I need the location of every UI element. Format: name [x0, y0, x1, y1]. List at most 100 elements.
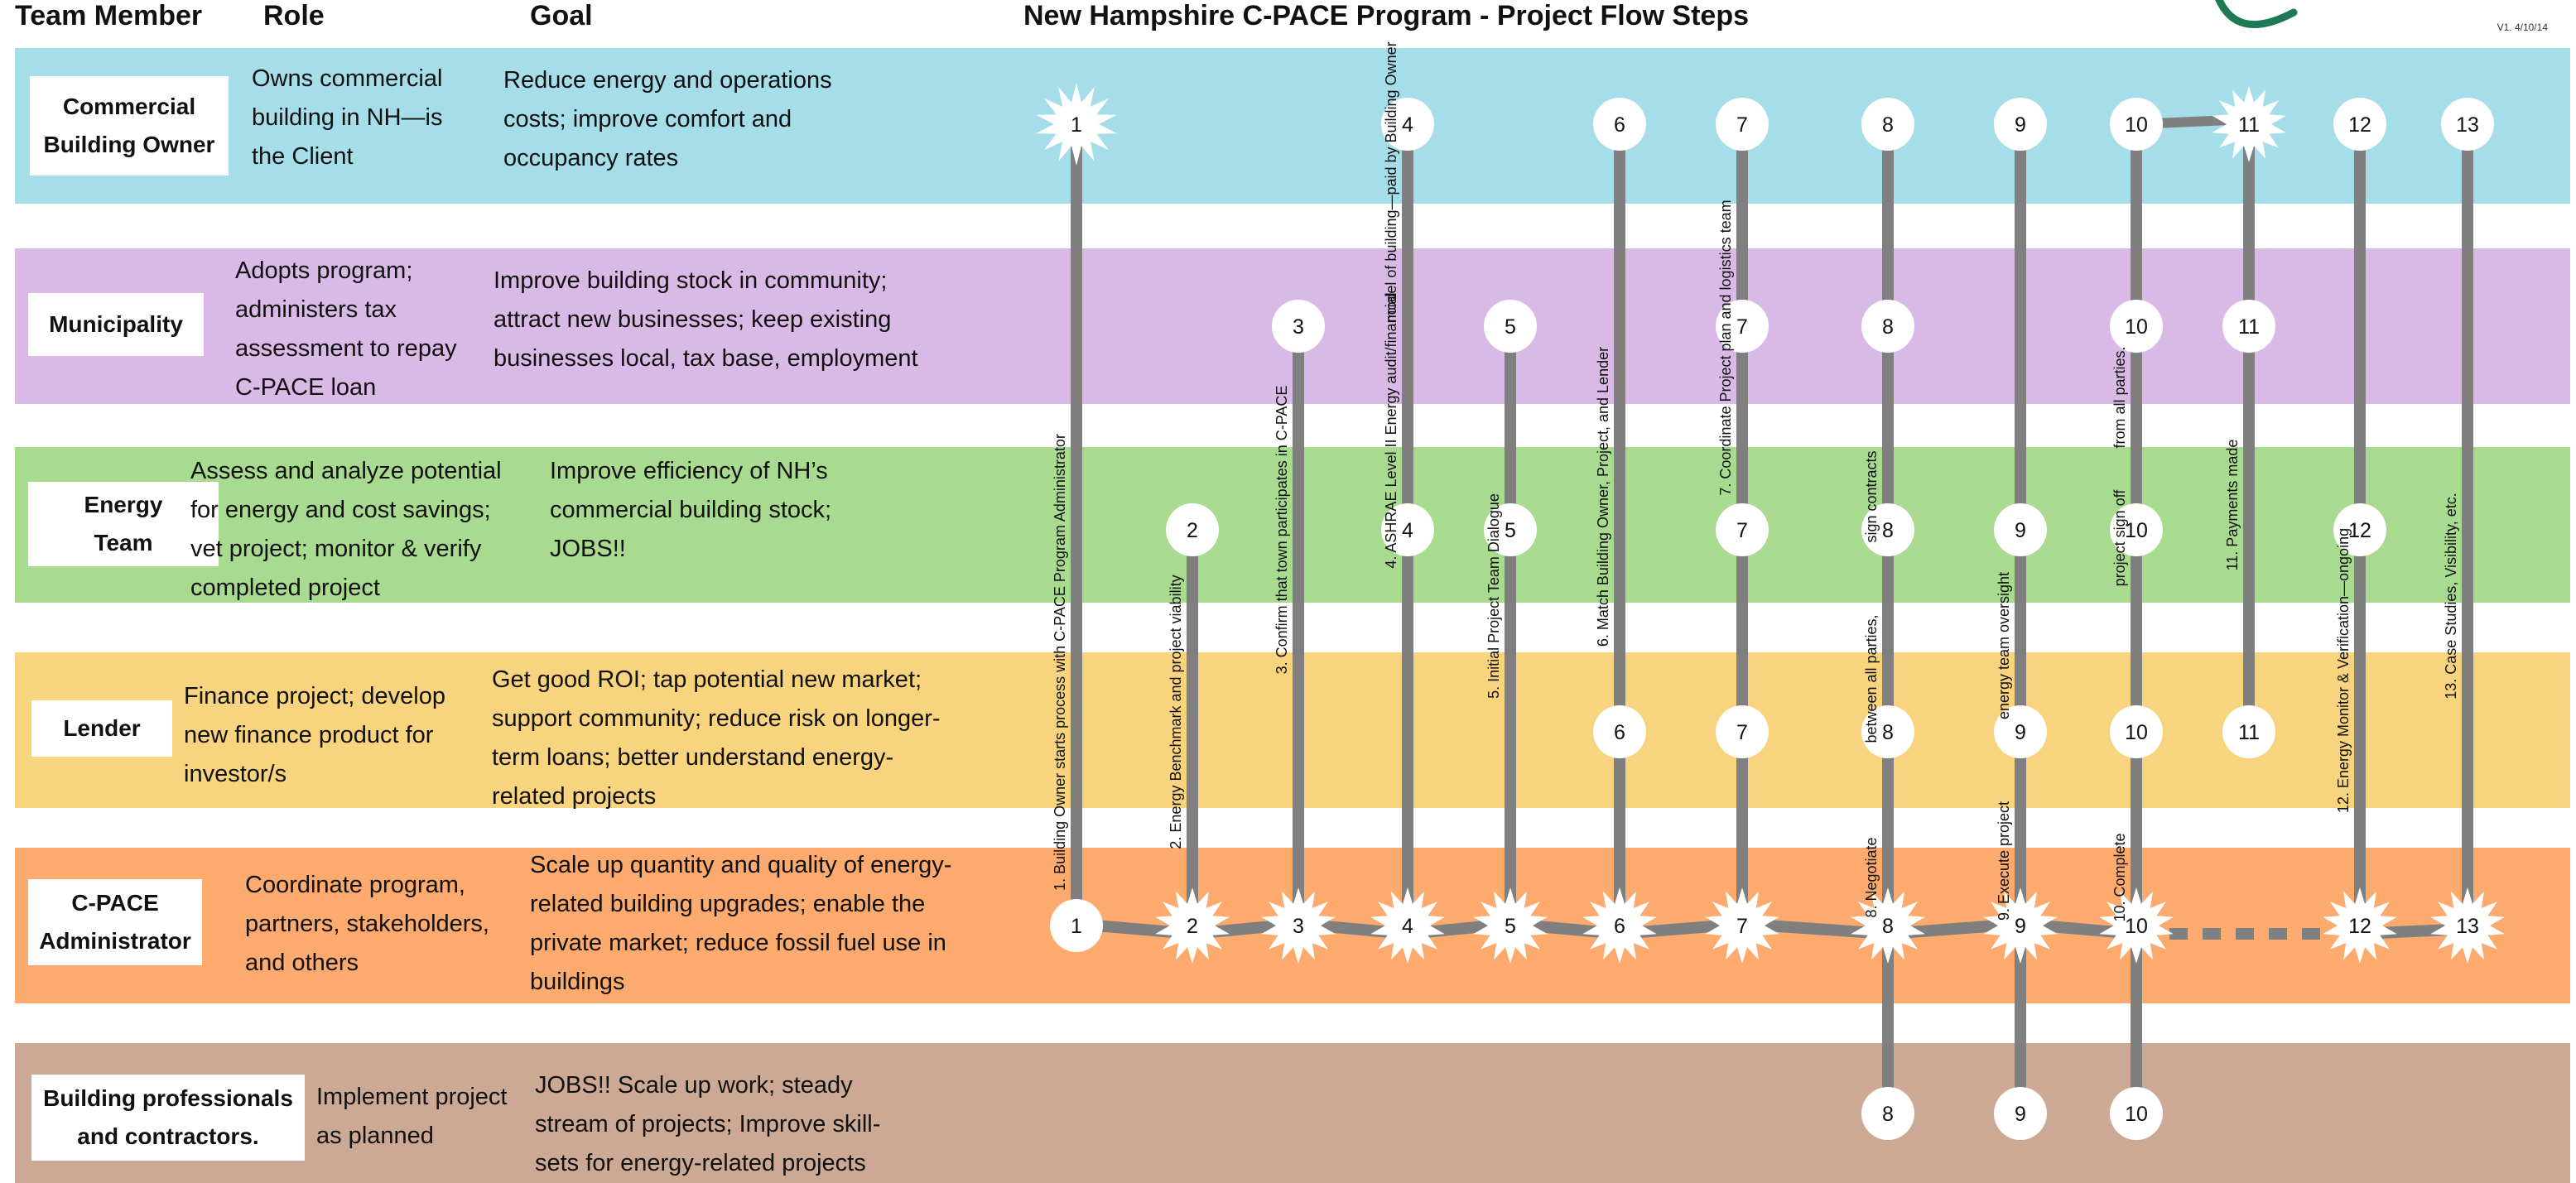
step-star-node	[1370, 887, 1445, 964]
flow-connector	[1076, 918, 2137, 940]
step-number: 6	[1614, 113, 1625, 137]
step-description: 12. Energy Monitor & Verification—ongoin…	[2335, 528, 2352, 813]
step-node	[1484, 503, 1537, 556]
step-node	[2333, 98, 2386, 151]
goal-text: Get good ROI; tap potential new market; …	[492, 666, 941, 810]
step-number: 9	[2015, 721, 2026, 744]
step-description: 10. Complete	[2111, 833, 2128, 921]
step-node	[1272, 300, 1325, 353]
header-role: Role	[263, 0, 325, 31]
step-node	[2110, 705, 2163, 758]
step-node	[1716, 705, 1769, 758]
step-node	[1716, 503, 1769, 556]
step-node	[1381, 98, 1434, 151]
role-text: Finance project; develop new finance pro…	[184, 683, 445, 787]
step-star-node	[1036, 83, 1117, 166]
step-description: energy team oversight	[1996, 572, 2012, 719]
step-node	[1593, 98, 1646, 151]
step-number: 10	[2125, 519, 2148, 542]
step-number: 9	[2015, 1103, 2026, 1126]
step-star-node	[1983, 887, 2058, 964]
goal-text: Improve efficiency of NH’s commercial bu…	[550, 458, 832, 562]
step-number: 10	[2125, 1103, 2148, 1126]
header-team-member: Team Member	[15, 0, 203, 31]
page-title: New Hampshire C-PACE Program - Project F…	[1023, 0, 1749, 31]
step-number: 5	[1505, 519, 1516, 542]
step-number: 4	[1402, 915, 1413, 938]
step-description: sign contracts	[1863, 450, 1880, 542]
step-number: 8	[1882, 721, 1894, 744]
step-star-node	[1261, 887, 1336, 964]
step-node	[1861, 705, 1914, 758]
step-node	[1994, 98, 2047, 151]
step-description: 1. Building Owner starts process with C-…	[1052, 434, 1068, 891]
step-node	[1861, 98, 1914, 151]
step-star-node	[1582, 887, 1657, 964]
step-number: 11	[2238, 721, 2260, 744]
step-node	[1716, 300, 1769, 353]
step-number: 9	[2015, 113, 2026, 137]
step-number: 13	[2456, 113, 2479, 137]
step-star-node	[2212, 86, 2286, 162]
program-logo	[2215, 0, 2298, 29]
step-node	[1861, 300, 1914, 353]
step-number: 3	[1293, 315, 1304, 339]
step-node	[1050, 899, 1103, 952]
goal-text: Scale up quantity and quality of energy-…	[530, 852, 952, 995]
step-number: 6	[1614, 915, 1625, 938]
step-node	[2333, 503, 2386, 556]
step-node	[1994, 503, 2047, 556]
member-label: Energy Team	[28, 482, 219, 566]
step-number: 7	[1736, 113, 1748, 137]
step-number: 10	[2125, 113, 2148, 137]
step-number: 3	[1293, 915, 1304, 938]
step-description: 2. Energy Benchmark and project viabilit…	[1168, 575, 1184, 849]
step-node	[1994, 1087, 2047, 1140]
step-description: model of building—paid by Building Owner	[1383, 41, 1399, 322]
step-star-node	[2430, 887, 2505, 964]
step-number: 12	[2348, 113, 2371, 137]
step-number: 8	[1882, 1103, 1894, 1126]
step-node	[1861, 503, 1914, 556]
role-text: Owns commercial building in NH—is the Cl…	[252, 65, 443, 170]
step-node	[1593, 705, 1646, 758]
step-description: 7. Coordinate Project plan and logistics…	[1717, 200, 1734, 495]
step-number: 1	[1071, 113, 1082, 137]
step-node	[2110, 98, 2163, 151]
member-label: Lender	[31, 700, 172, 757]
goal-text: JOBS!! Scale up work; steady stream of p…	[535, 1072, 881, 1176]
step-number: 1	[1071, 915, 1082, 938]
step-description: 9. Execute project	[1996, 801, 2012, 921]
step-number: 8	[1882, 519, 1894, 542]
step-number: 12	[2348, 519, 2371, 542]
member-label: C-PACE Administrator	[28, 879, 202, 965]
step-star-node	[1155, 887, 1230, 964]
step-number: 2	[1187, 915, 1198, 938]
step-node	[2110, 503, 2163, 556]
header-goal: Goal	[530, 0, 593, 31]
member-label: Municipality	[28, 293, 204, 356]
step-description: from all parties.	[2111, 346, 2128, 448]
step-number: 5	[1505, 915, 1516, 938]
step-description: 11. Payments made	[2224, 440, 2241, 571]
step-description: 8. Negotiate	[1863, 837, 1880, 917]
step-number: 6	[1614, 721, 1625, 744]
goal-text: Improve building stock in community; att…	[494, 267, 918, 372]
step-number: 10	[2125, 315, 2148, 339]
step-number: 10	[2125, 915, 2148, 938]
step-number: 11	[2238, 315, 2260, 339]
step-number: 9	[2015, 519, 2026, 542]
step-number: 8	[1882, 315, 1894, 339]
step-node	[2441, 98, 2494, 151]
step-number: 2	[1187, 519, 1198, 542]
goal-text: Reduce energy and operations costs; impr…	[503, 67, 832, 171]
step-number: 13	[2456, 915, 2479, 938]
step-node	[1381, 503, 1434, 556]
step-number: 11	[2238, 113, 2260, 137]
role-text: Coordinate program, partners, stakeholde…	[245, 872, 489, 976]
step-description: project sign off	[2111, 489, 2128, 587]
version-label: V1. 4/10/14	[2497, 22, 2548, 33]
step-number: 8	[1882, 113, 1894, 137]
role-text: Assess and analyze potential for energy …	[190, 458, 502, 601]
